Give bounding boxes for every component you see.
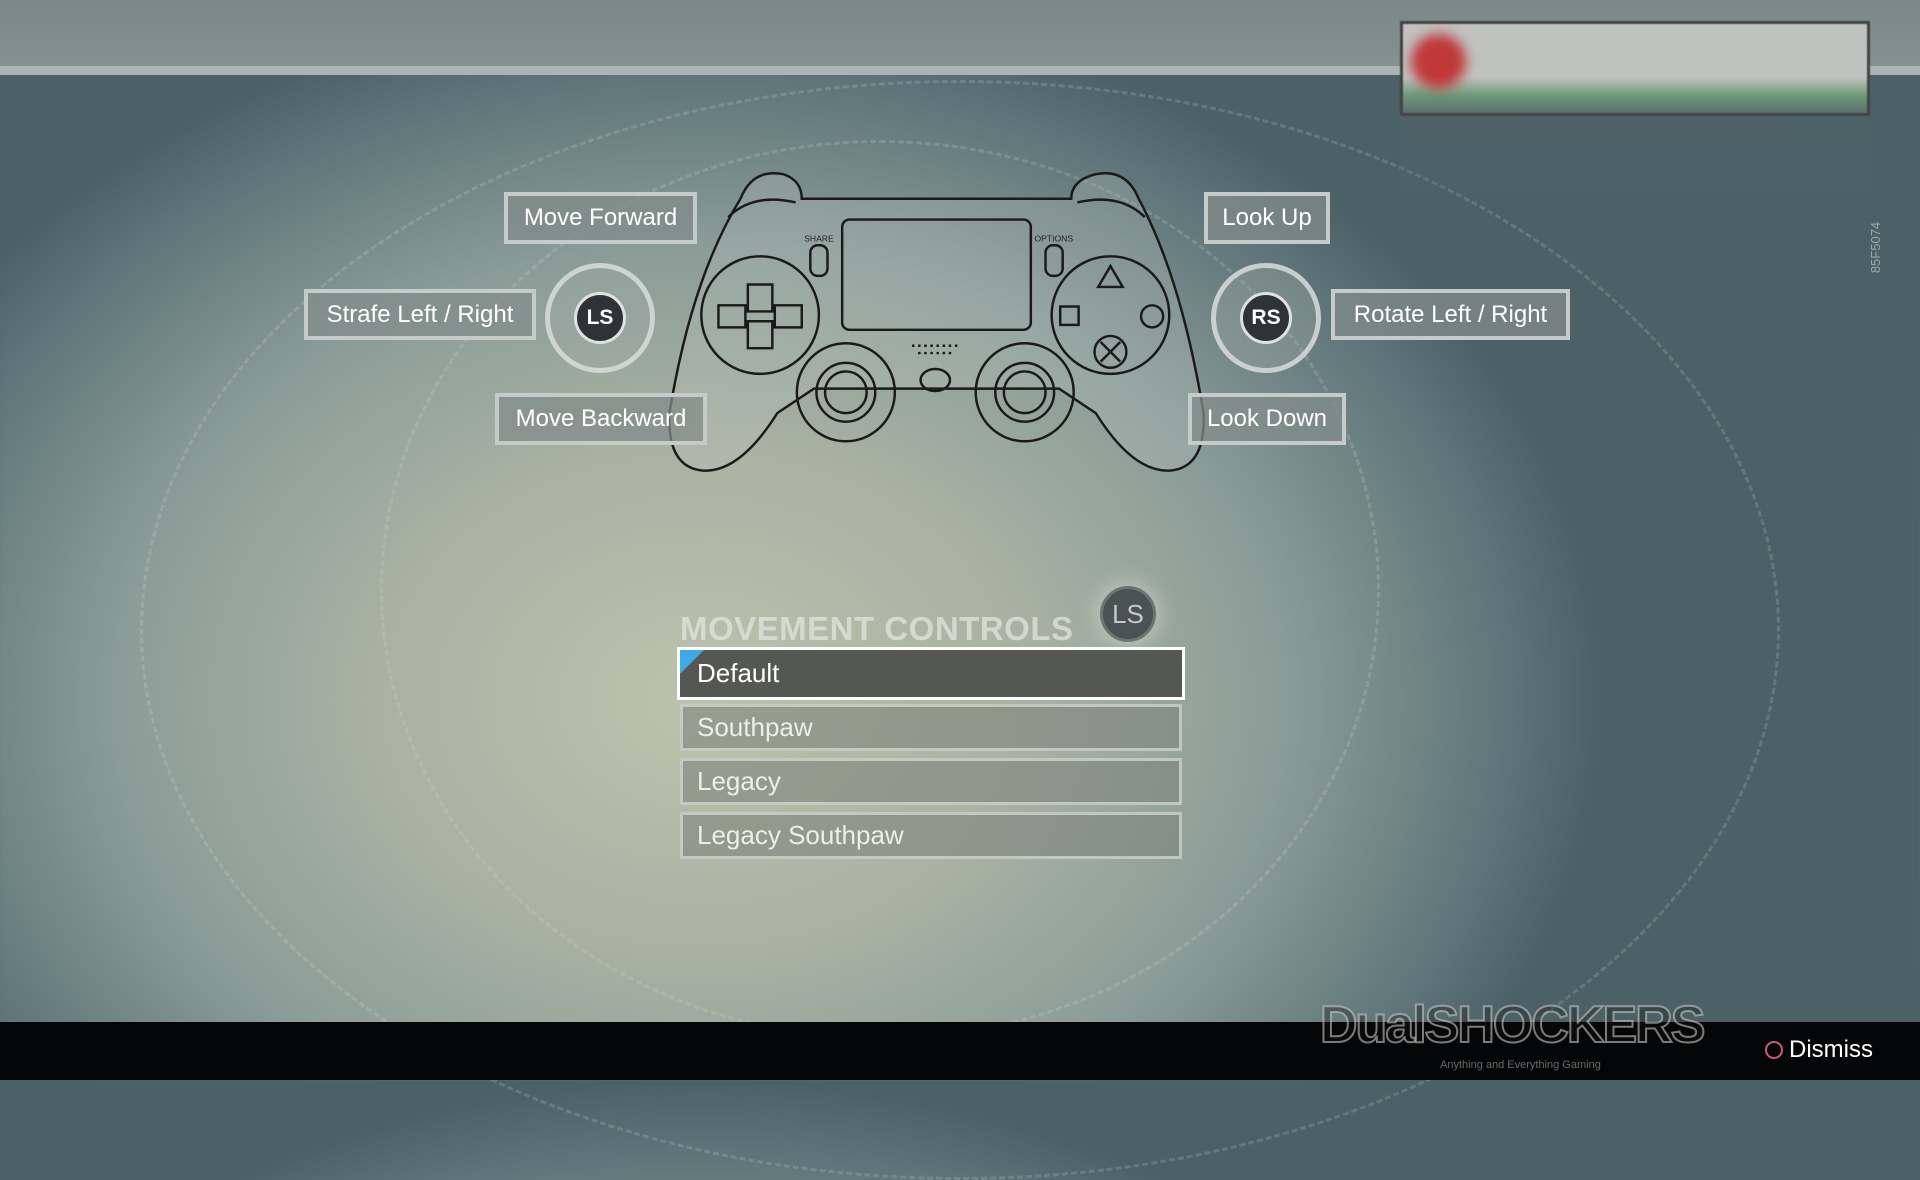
touchpad (840, 218, 1033, 332)
circle-icon (1139, 304, 1165, 329)
cross-icon (1099, 341, 1122, 363)
label-move-forward: Move Forward (504, 192, 697, 244)
left-analog-stick (795, 342, 897, 443)
version-id: 85F5074 (1868, 221, 1884, 274)
dpad-icon (700, 255, 821, 376)
controller-diagram: SHARE OPTIONS (668, 172, 1205, 472)
rs-icon: RS (1240, 292, 1292, 344)
option-southpaw[interactable]: Southpaw (680, 704, 1182, 751)
ps-button (919, 367, 952, 393)
share-button (809, 244, 829, 278)
watermark-tagline: Anything and Everything Gaming (1440, 1059, 1601, 1071)
right-analog-stick (974, 342, 1075, 443)
label-look-up: Look Up (1204, 192, 1330, 244)
label-strafe: Strafe Left / Right (304, 289, 536, 340)
option-label: Southpaw (697, 712, 813, 742)
option-label: Default (697, 658, 780, 688)
menu-title: MOVEMENT CONTROLS (680, 610, 1074, 647)
bottom-bar (0, 1022, 1920, 1080)
label-rotate: Rotate Left / Right (1331, 289, 1570, 340)
circle-button-icon (1765, 1041, 1783, 1059)
square-icon (1059, 305, 1080, 327)
notification-popup (1400, 21, 1870, 116)
option-legacy[interactable]: Legacy (680, 758, 1182, 805)
left-stick-indicator: LS (545, 263, 655, 373)
share-label: SHARE (804, 234, 834, 244)
dismiss-label: Dismiss (1789, 1036, 1873, 1063)
triangle-icon (1096, 263, 1125, 289)
ls-icon: LS (574, 292, 626, 344)
face-buttons (1050, 255, 1171, 376)
ls-badge-icon: LS (1100, 586, 1156, 642)
speaker-icon (912, 344, 959, 355)
options-button (1044, 244, 1064, 278)
top-divider (0, 66, 1920, 75)
watermark-logo: DualSHOCKERS (1319, 995, 1706, 1055)
option-label: Legacy (697, 766, 781, 796)
selected-marker (680, 650, 704, 674)
notification-shadow (1400, 116, 1870, 211)
dismiss-button[interactable]: Dismiss (1765, 1036, 1873, 1064)
option-legacy-southpaw[interactable]: Legacy Southpaw (680, 812, 1182, 859)
label-move-backward: Move Backward (495, 393, 707, 445)
notification-avatar (1411, 34, 1466, 89)
options-label: OPTIONS (1035, 234, 1074, 244)
option-default[interactable]: Default (677, 647, 1185, 700)
right-stick-indicator: RS (1211, 263, 1321, 373)
option-label: Legacy Southpaw (697, 820, 904, 850)
label-look-down: Look Down (1188, 393, 1346, 445)
